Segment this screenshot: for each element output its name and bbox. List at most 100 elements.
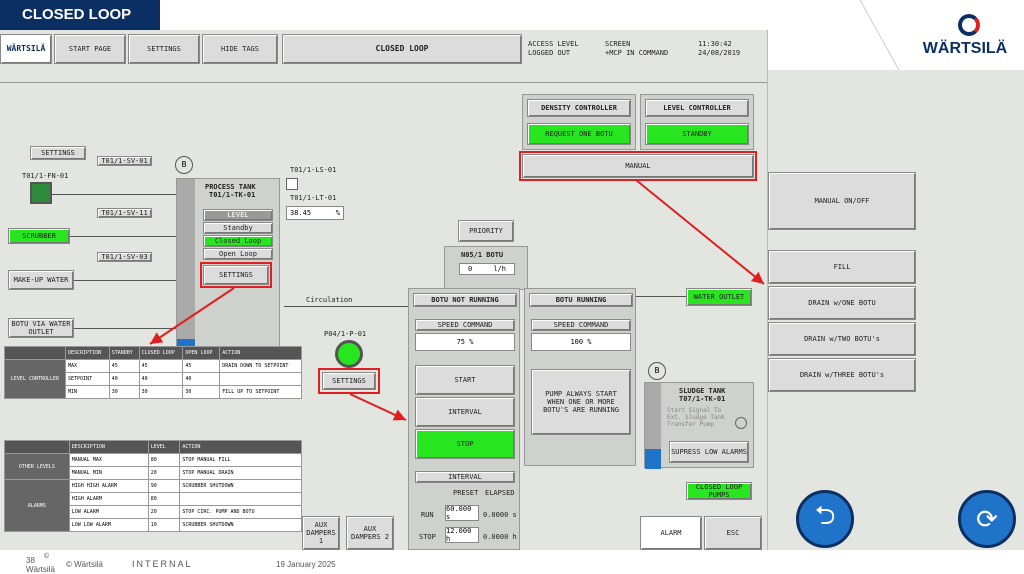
open-loop-option[interactable]: Open Loop	[203, 248, 273, 260]
density-title: DENSITY CONTROLLER	[527, 99, 631, 117]
start-button[interactable]: START	[415, 365, 515, 395]
table-cell: MIN	[65, 385, 110, 399]
preset-label: PRESET	[453, 489, 479, 497]
side-panel: MANUAL ON/OFF FILL DRAIN w/ONE BOTU DRAI…	[768, 70, 1024, 550]
table-cell: LOW ALARM	[68, 505, 149, 519]
table-cell: 80	[147, 492, 181, 506]
pipe	[74, 328, 176, 329]
speed-command-value[interactable]: 75 %	[415, 333, 515, 351]
table-cell: 45	[182, 359, 221, 373]
start-page-button[interactable]: START PAGE	[54, 34, 126, 64]
table-cell: STOP MANUAL FILL	[179, 453, 302, 467]
hmi-logo: WÄRTSILÄ	[0, 34, 52, 64]
company-name: Wärtsilä	[26, 565, 55, 574]
refresh-icon[interactable]: ⟳	[958, 490, 1016, 548]
table-cell: 10	[147, 518, 181, 532]
sludge-tag: T07/1-TK-01	[679, 395, 726, 403]
aux-dampers-2-button[interactable]: AUX DAMPERS 2	[346, 516, 394, 550]
left-settings-button[interactable]: SETTINGS	[30, 146, 86, 160]
botu-outlet-button[interactable]: BOTU VIA WATER OUTLET	[8, 318, 74, 338]
standby-option[interactable]: Standby	[203, 222, 273, 234]
drain-one-button[interactable]: DRAIN w/ONE BOTU	[768, 286, 916, 320]
sludge-level-fill	[645, 449, 661, 469]
pump-icon[interactable]	[335, 340, 363, 368]
table-cell: 80	[147, 453, 181, 467]
drain-three-button[interactable]: DRAIN w/THREE BOTU's	[768, 358, 916, 392]
water-outlet-button[interactable]: WATER OUTLET	[686, 288, 752, 306]
run-elapsed: 0.0000 s	[483, 511, 517, 519]
scrubber-button[interactable]: SCRUBBER	[8, 228, 70, 244]
signal-indicator	[735, 417, 747, 429]
valve-sv11-icon[interactable]	[114, 234, 134, 244]
footer: 38 © Wärtsilä © Wärtsilä INTERNAL 19 Jan…	[0, 550, 1024, 574]
table-cell: 30	[108, 385, 140, 399]
sv03-tag[interactable]: T01/1-SV-03	[97, 252, 152, 262]
alarm-button[interactable]: ALARM	[640, 516, 702, 550]
circulation-label: Circulation	[306, 296, 353, 304]
stop-label: STOP	[419, 533, 436, 541]
run-preset[interactable]: 60.000 s	[445, 505, 479, 521]
table-cell: FILL UP TO SETPOINT	[219, 385, 302, 399]
priority-button[interactable]: PRIORITY	[458, 220, 514, 242]
table-cell: MANUAL MAX	[68, 453, 149, 467]
table-cell: DESCRIPTION	[68, 440, 149, 454]
wartsila-logo: WÄRTSILÄ	[920, 14, 1010, 64]
level-header: LEVEL	[203, 209, 273, 221]
level-value[interactable]: STANDBY	[645, 123, 749, 145]
sludge-level-gauge	[645, 383, 661, 469]
run-label: RUN	[421, 511, 434, 519]
closed-loop-pumps-button[interactable]: CLOSED LOOP PUMPS	[686, 482, 752, 500]
logo-text: WÄRTSILÄ	[922, 40, 1008, 57]
botu2-panel: BOTU RUNNING SPEED COMMAND 100 % PUMP AL…	[524, 288, 636, 466]
lt-unit: %	[335, 209, 340, 217]
page-number: 38	[26, 556, 35, 565]
level-controller: LEVEL CONTROLLER STANDBY	[640, 94, 754, 150]
lt-tag: T01/1-LT-01	[290, 194, 337, 202]
table-cell: ACTION	[219, 346, 302, 360]
pipe	[284, 306, 408, 307]
tank-title: PROCESS TANK	[205, 183, 256, 191]
valve-sv03-icon[interactable]	[114, 276, 134, 286]
botu-status: BOTU NOT RUNNING	[413, 293, 517, 307]
fan-icon[interactable]	[30, 182, 52, 204]
table-cell: SCRUBBER SHUTDOWN	[179, 518, 302, 532]
fill-button[interactable]: FILL	[768, 250, 916, 284]
hide-tags-button[interactable]: HIDE TAGS	[202, 34, 278, 64]
esc-button[interactable]: ESC	[704, 516, 762, 550]
highlight-box	[200, 262, 272, 288]
copyright-symbol: ©	[44, 553, 50, 560]
footer-date: 19 January 2025	[276, 560, 336, 569]
back-arrow-icon[interactable]: ⮌	[796, 490, 854, 548]
supress-button[interactable]: SUPRESS LOW ALARMS	[669, 441, 749, 463]
pipe	[52, 194, 176, 195]
screen-value: +MCP IN COMMAND	[605, 49, 669, 57]
slide-title: CLOSED LOOP	[0, 0, 160, 30]
botu2-speed-value[interactable]: 100 %	[531, 333, 631, 351]
stop-button[interactable]: STOP	[415, 429, 515, 459]
pump-settings-button[interactable]: SETTINGS	[322, 372, 376, 390]
stop-preset[interactable]: 12.000 h	[445, 527, 479, 543]
interval-header: INTERVAL	[415, 471, 515, 483]
interval-button[interactable]: INTERVAL	[415, 397, 515, 427]
aux-dampers-1-button[interactable]: AUX DAMPERS 1	[302, 516, 340, 550]
closed-loop-option[interactable]: Closed Loop	[203, 235, 273, 247]
elapsed-label: ELAPSED	[485, 489, 515, 497]
manual-button[interactable]: MANUAL	[522, 154, 754, 178]
table-cell: 30	[182, 385, 221, 399]
botu2-status: BOTU RUNNING	[529, 293, 633, 307]
sv01-tag[interactable]: T01/1-SV-01	[97, 156, 152, 166]
highlight-box	[318, 368, 380, 394]
sv11-tag[interactable]: T01/1-SV-11	[97, 208, 152, 218]
manual-onoff-button[interactable]: MANUAL ON/OFF	[768, 172, 916, 230]
copyright: © Wärtsilä	[66, 560, 104, 569]
makeup-water-button[interactable]: MAKE-UP WATER	[8, 270, 74, 290]
ls-tag: T01/1-LS-01	[290, 166, 337, 174]
valve-sv01-icon[interactable]	[114, 180, 134, 190]
drain-two-button[interactable]: DRAIN w/TWO BOTU's	[768, 322, 916, 356]
density-value[interactable]: REQUEST ONE BOTU	[527, 123, 631, 145]
tank-tag: T01/1-TK-01	[209, 191, 256, 199]
tank-settings-button[interactable]: SETTINGS	[203, 265, 269, 285]
settings-button[interactable]: SETTINGS	[128, 34, 200, 64]
